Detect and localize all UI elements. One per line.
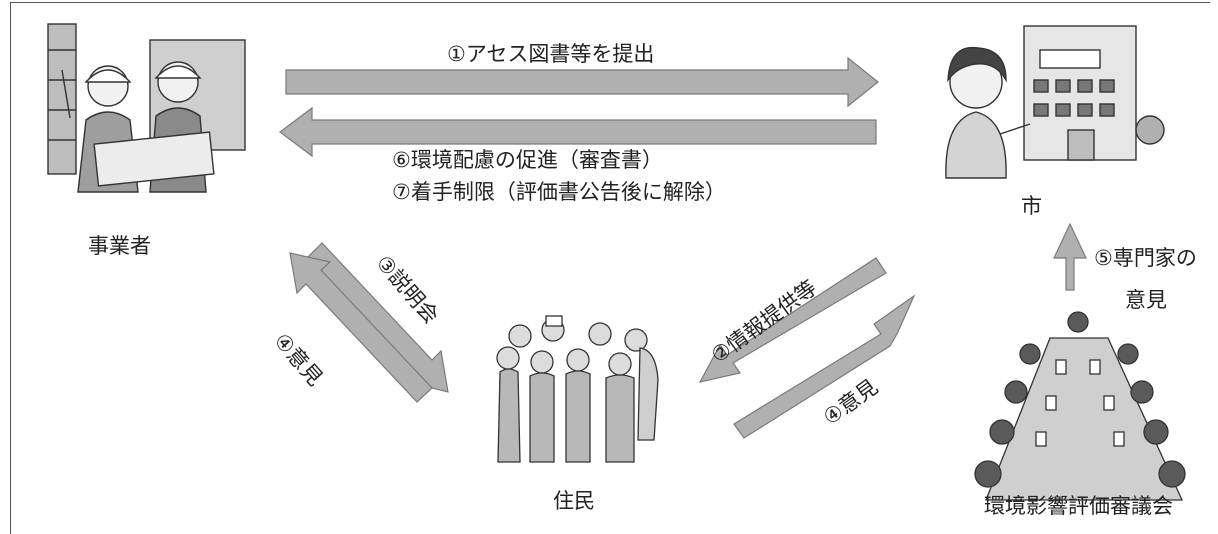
business-operator-illustration (47, 23, 246, 193)
label-step5-expert-line2: 意見 (1125, 288, 1167, 312)
arrow-expert-opinion (1053, 222, 1087, 291)
label-step5-expert-line1: ⑤専門家の (1094, 246, 1197, 270)
arrow-opinion-to-operator (289, 252, 433, 403)
label-business-operator: 事業者 (88, 234, 151, 258)
label-step1-submit: ①アセス図書等を提出 (447, 42, 655, 66)
arrow-opinion-to-city (733, 294, 916, 439)
label-residents: 住民 (553, 489, 595, 513)
frame-left-border (10, 2, 11, 534)
arrow-promotion-restriction (279, 106, 877, 158)
city-illustration (945, 25, 1165, 179)
council-illustration (974, 311, 1186, 501)
residents-illustration (496, 315, 659, 463)
frame-top-border (10, 2, 1210, 3)
arrow-info-provision (698, 257, 887, 383)
label-step7-restriction: ⑦着手制限（評価書公告後に解除） (392, 180, 726, 204)
label-council: 環境影響評価審議会 (984, 494, 1173, 518)
label-step6-promotion: ⑥環境配慮の促進（審査書） (392, 148, 663, 172)
label-city: 市 (1021, 194, 1042, 218)
arrow-submit-documents (285, 56, 879, 108)
